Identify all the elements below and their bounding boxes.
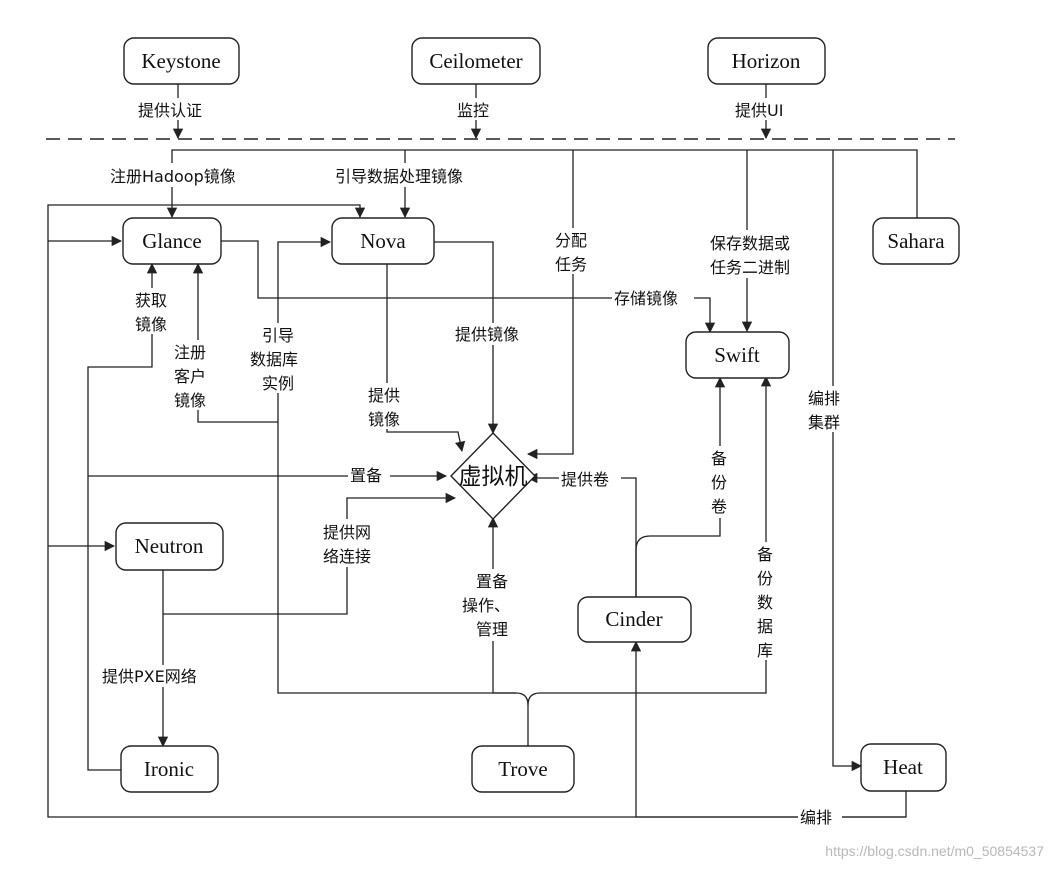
svg-text:Horizon: Horizon	[732, 49, 801, 73]
edge-cinder-volume	[526, 376, 726, 597]
node-nova: Nova	[331, 217, 435, 265]
svg-text:Keystone: Keystone	[141, 49, 220, 73]
label-pxe: 提供PXE网络	[102, 667, 197, 686]
label-boot-data-image: 引导数据处理镜像	[335, 167, 463, 186]
label-save-1: 保存数据或	[710, 234, 790, 253]
label-assign-1: 分配	[555, 231, 587, 250]
label-provide-image: 提供镜像	[455, 325, 519, 344]
edge-nova-provide-image	[434, 241, 499, 435]
label-net-2: 络连接	[323, 547, 371, 566]
label-ui: 提供UI	[735, 101, 783, 120]
label-assign-2: 任务	[555, 255, 587, 274]
label-get-1: 获取	[135, 291, 167, 310]
label-net-1: 提供网	[323, 523, 371, 542]
node-glance: Glance	[122, 217, 222, 265]
label-store-image: 存储镜像	[614, 289, 678, 308]
label-pops-1: 置备	[476, 572, 508, 591]
label-save-2: 任务二进制	[710, 258, 790, 277]
svg-text:Cinder: Cinder	[605, 607, 662, 631]
node-horizon: Horizon	[707, 37, 826, 85]
label-regc-3: 镜像	[174, 391, 206, 410]
edge-glance-store-swift	[221, 240, 716, 334]
label-register-hadoop: 注册Hadoop镜像	[110, 167, 236, 186]
node-trove: Trove	[471, 745, 575, 793]
label-provide-volume: 提供卷	[561, 470, 609, 489]
label-bootdb-3: 实例	[262, 374, 294, 393]
label-bdb-4: 据	[757, 617, 773, 636]
node-sahara: Sahara	[872, 217, 960, 265]
label-bvol-1: 备	[711, 449, 727, 468]
label-bdb-2: 份	[757, 569, 773, 588]
watermark: https://blog.csdn.net/m0_50854537	[825, 843, 1044, 859]
node-neutron: Neutron	[115, 522, 224, 571]
edge-trove-bus	[192, 236, 772, 748]
node-cinder: Cinder	[577, 596, 692, 643]
node-swift: Swift	[685, 331, 790, 379]
svg-text:Neutron: Neutron	[135, 534, 204, 558]
label-bootdb-2: 数据库	[250, 350, 298, 369]
svg-text:Ironic: Ironic	[144, 757, 194, 781]
edge-bottom-left-loop	[47, 204, 907, 818]
label-pimg2-1: 提供	[368, 386, 400, 405]
edge-labels: 提供认证 监控 提供UI 注册Hadoop镜像 引导数据处理镜像 分配 任务 保…	[100, 98, 850, 828]
svg-text:Glance: Glance	[142, 229, 201, 253]
label-regc-2: 客户	[174, 367, 206, 386]
edge-heat-cluster	[832, 150, 863, 772]
label-pimg2-2: 镜像	[368, 410, 400, 429]
label-bvol-3: 卷	[711, 497, 727, 516]
svg-text:Sahara: Sahara	[887, 229, 945, 253]
label-bdb-5: 库	[757, 641, 773, 660]
svg-text:Nova: Nova	[360, 229, 406, 253]
label-orch-bottom: 编排	[800, 808, 832, 827]
edge-nova-provide-image-2	[386, 264, 466, 453]
label-orch-2: 集群	[808, 413, 840, 432]
svg-text:Swift: Swift	[714, 343, 760, 367]
label-auth: 提供认证	[138, 101, 202, 120]
label-pops-3: 管理	[476, 620, 508, 639]
label-provision: 置备	[350, 466, 382, 485]
edge-sahara-bus	[166, 149, 918, 460]
edge-heat-cinder	[630, 640, 906, 818]
label-bootdb-1: 引导	[262, 326, 294, 345]
label-bdb-1: 备	[757, 545, 773, 564]
label-orch-1: 编排	[808, 389, 840, 408]
label-monitor: 监控	[457, 101, 489, 120]
label-get-2: 镜像	[135, 315, 167, 334]
svg-text:Trove: Trove	[498, 757, 547, 781]
label-regc-1: 注册	[174, 343, 206, 362]
svg-text:Heat: Heat	[883, 755, 923, 779]
node-vm: 虚拟机	[450, 431, 536, 521]
label-pops-2: 操作、	[462, 596, 510, 615]
svg-text:Ceilometer: Ceilometer	[429, 49, 522, 73]
node-ironic: Ironic	[120, 745, 219, 793]
label-bdb-3: 数	[757, 593, 773, 612]
node-heat: Heat	[860, 743, 947, 792]
node-ceilometer: Ceilometer	[411, 37, 541, 85]
label-bvol-2: 份	[711, 473, 727, 492]
node-keystone: Keystone	[123, 37, 240, 85]
svg-text:虚拟机: 虚拟机	[459, 464, 528, 489]
